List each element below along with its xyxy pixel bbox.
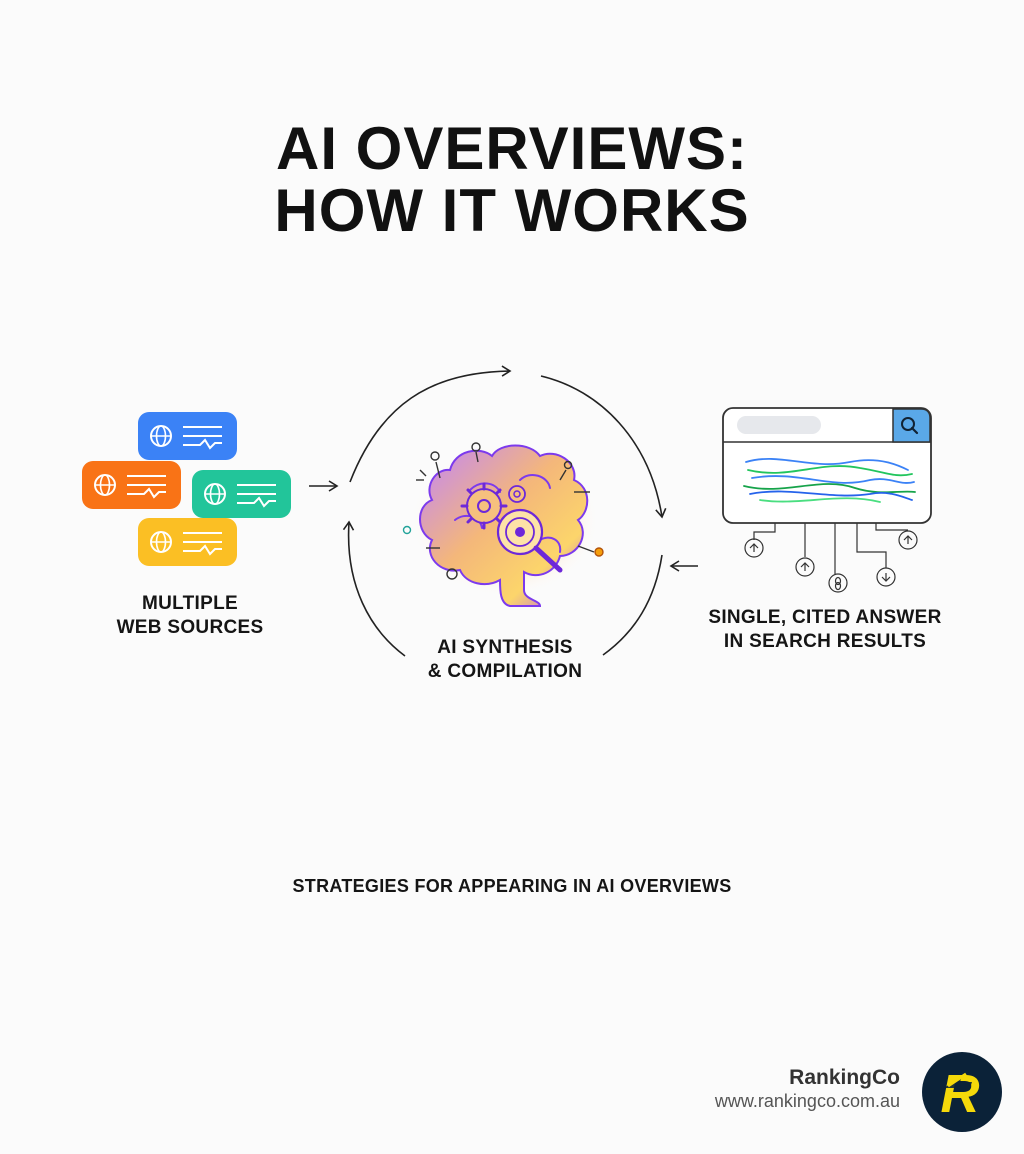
brand-url[interactable]: www.rankingco.com.au: [714, 1091, 900, 1111]
cycle-arc-right: [540, 375, 667, 519]
cycle-arrows: [342, 365, 667, 657]
answer-label-line-2: IN SEARCH RESULTS: [723, 631, 927, 652]
cycle-arc-bottom-right: [602, 554, 663, 656]
source-card-orange: [82, 461, 181, 509]
synthesis-label-line-1: AI SYNTHESIS: [437, 637, 573, 658]
page-title: AI OVERVIEWS: HOW IT WORKS: [0, 118, 1024, 242]
citation-links: [744, 523, 918, 593]
result-scribbles: [743, 458, 916, 503]
source-card-yellow: [138, 518, 237, 566]
magnifier-icon: [496, 508, 563, 573]
answer-label: SINGLE, CITED ANSWER IN SEARCH RESULTS: [690, 606, 960, 654]
source-card-green: [192, 470, 291, 518]
sources-label-line-2: WEB SOURCES: [116, 617, 264, 638]
title-line-1: AI OVERVIEWS:: [276, 115, 748, 182]
sources-label: MULTIPLE WEB SOURCES: [90, 592, 290, 640]
web-source-cards-icon: [82, 412, 291, 566]
synthesis-label-line-2: & COMPILATION: [427, 661, 583, 682]
strategies-heading: STRATEGIES FOR APPEARING IN AI OVERVIEWS: [292, 876, 732, 896]
search-results-icon: [722, 407, 932, 593]
cycle-arc-top: [349, 365, 512, 483]
answer-label-line-1: SINGLE, CITED ANSWER: [708, 607, 942, 628]
r-logo-icon: R: [941, 1064, 980, 1124]
search-icon: [892, 408, 931, 443]
sources-label-line-1: MULTIPLE: [142, 593, 238, 614]
brand-name: RankingCo: [789, 1066, 900, 1089]
cycle-arc-left: [342, 520, 406, 657]
small-gear-icon: [508, 485, 526, 503]
brand-logo: R: [922, 1052, 1002, 1132]
source-card-blue: [138, 412, 237, 460]
synthesis-label: AI SYNTHESIS & COMPILATION: [380, 636, 630, 684]
gear-icon: [460, 482, 508, 530]
logo-letter: R: [941, 1064, 980, 1124]
search-bar: [737, 416, 821, 434]
circuit-nodes: [402, 442, 604, 580]
title-line-2: HOW IT WORKS: [274, 177, 750, 244]
brain-gears-icon: [402, 442, 604, 607]
